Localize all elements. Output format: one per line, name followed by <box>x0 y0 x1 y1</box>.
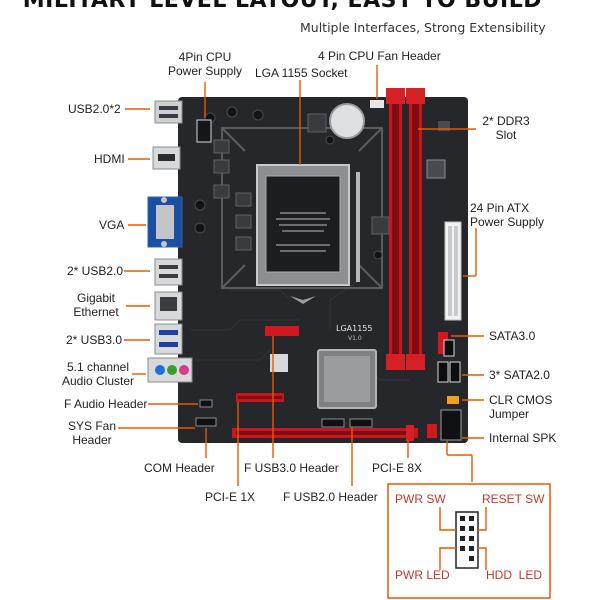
callout-pcie8x: PCI-E 8X <box>372 461 423 475</box>
panel-hdd-led-label: HDD LED <box>486 568 543 582</box>
callout-audio: 5.1 channel Audio Cluster <box>60 360 136 388</box>
m2-slot <box>265 326 299 336</box>
panel-reset-sw-label: RESET SW <box>482 492 545 506</box>
socket-text-lines <box>276 212 330 252</box>
callout-ddr3-line2: Slot <box>495 128 517 142</box>
panel-header-pins <box>460 516 474 561</box>
panel-header-diagram <box>455 511 479 569</box>
callout-atx-line1: 24 Pin ATX <box>470 201 530 215</box>
usb3-stack <box>154 323 183 355</box>
atx-24pin-connector <box>444 221 462 321</box>
capacitors <box>194 106 383 260</box>
callout-sys-fan-line1: SYS Fan <box>67 419 117 433</box>
callout-audio-line1: 5.1 channel <box>66 360 130 374</box>
callout-ddr3-line1: 2* DDR3 <box>482 114 530 128</box>
callout-ethernet-line1: Gigabit <box>76 291 116 305</box>
callout-clr-cmos-line1: CLR CMOS <box>489 393 553 407</box>
panel-pwr-led-label: PWR LED <box>395 568 450 582</box>
callout-f-audio: F Audio Header <box>64 397 148 411</box>
callout-sys-fan: SYS Fan Header <box>62 419 122 447</box>
sata2-port-2 <box>449 361 461 383</box>
callout-sata2: 3* SATA2.0 <box>489 368 550 382</box>
vrm-chokes <box>213 113 390 251</box>
callout-cpu-fan: 4 Pin CPU Fan Header <box>318 49 441 63</box>
sticker-chip <box>270 354 288 372</box>
socket-diagonals <box>221 127 383 289</box>
socket-outline <box>221 127 383 289</box>
bottom-headers <box>195 399 373 428</box>
callout-audio-line2: Audio Cluster <box>61 374 135 388</box>
callout-com: COM Header <box>144 461 215 475</box>
cpu-fan-header <box>370 100 384 108</box>
io-chip <box>426 159 446 179</box>
page-subtitle: Multiple Interfaces, Strong Extensibilit… <box>300 20 546 35</box>
callout-ethernet: Gigabit Ethernet <box>64 291 128 319</box>
sata3-port <box>438 332 448 354</box>
front-panel-header <box>440 409 462 441</box>
callout-f-usb2: F USB2.0 Header <box>283 490 378 504</box>
usb2-stack-top <box>154 100 183 124</box>
callout-f-usb3: F USB3.0 Header <box>244 461 339 475</box>
sata2-port-3 <box>443 339 455 357</box>
callout-clr-cmos: CLR CMOS Jumper <box>489 393 552 421</box>
callout-ethernet-line2: Ethernet <box>73 305 119 319</box>
callout-pcie1x: PCI-E 1X <box>205 490 256 504</box>
callout-cpu-power: 4Pin CPU Power Supply <box>155 50 255 78</box>
atx-pins <box>448 226 458 316</box>
cpu-power-connector <box>196 119 212 143</box>
callout-socket: LGA 1155 Socket <box>255 66 348 80</box>
callout-hdmi: HDMI <box>94 152 125 166</box>
callout-atx: 24 Pin ATX Power Supply <box>470 201 544 229</box>
callout-clr-cmos-line2: Jumper <box>489 407 530 421</box>
socket-lever <box>356 172 360 282</box>
panel-pwr-sw-label: PWR SW <box>395 492 446 506</box>
callout-cpu-power-line1: 4Pin CPU <box>178 50 232 64</box>
usb2-stack-lower <box>154 258 183 286</box>
page-title: MILITARY LEVEL LAYOUT, EASY TO BUILD <box>22 0 542 13</box>
callout-ddr3: 2* DDR3 Slot <box>474 114 538 142</box>
socket-marking: LGA1155 <box>336 324 373 333</box>
cmos-battery <box>329 103 365 139</box>
panel-bracket-lines <box>439 507 487 570</box>
io-ports <box>147 100 193 383</box>
callout-usb2-lower: 2* USB2.0 <box>67 264 124 278</box>
board-version: V1.0 <box>348 335 362 342</box>
callout-sata3: SATA3.0 <box>489 329 536 343</box>
callout-usb3: 2* USB3.0 <box>66 333 123 347</box>
small-chip <box>438 121 450 131</box>
callout-cpu-power-line2: Power Supply <box>167 64 243 78</box>
callout-lines <box>118 65 484 486</box>
callout-usb2x2: USB2.0*2 <box>68 102 121 116</box>
callout-atx-line2: Power Supply <box>470 215 545 229</box>
front-panel-red-block <box>427 424 437 438</box>
sata2-port-1 <box>437 361 449 383</box>
callout-internal-spk: Internal SPK <box>489 431 557 445</box>
callout-sys-fan-line2: Header <box>72 433 112 447</box>
brand-logo <box>290 296 316 304</box>
clr-cmos-jumper <box>447 396 459 404</box>
ddr3-slots <box>386 88 425 370</box>
chipset-heatsink-top <box>324 356 370 402</box>
callout-vga: VGA <box>99 218 125 232</box>
